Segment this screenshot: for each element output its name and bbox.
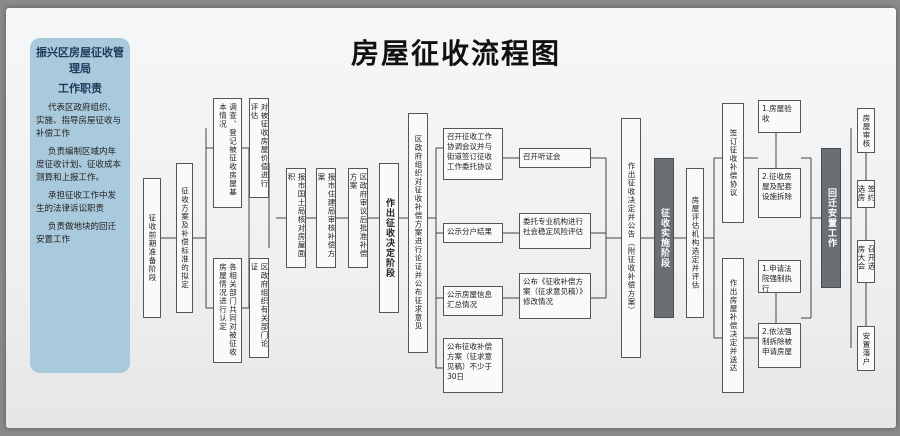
- sub-court-enforce: 1.申请法院强制执行: [758, 260, 801, 293]
- stage-decision: 作出征收决定阶段: [379, 163, 399, 313]
- step-plan-draft: 征收方案及补偿标准的拟定: [176, 163, 193, 313]
- step-housing-bureau: 报市住建局审核补偿方案: [316, 168, 336, 268]
- step-assessor-select: 房屋评估机构选定并评估: [686, 168, 704, 318]
- panel-subtitle: 工作职责: [58, 82, 102, 95]
- sub-publish-results: 公示分户结果: [443, 223, 503, 243]
- step-announce-decision: 作出征收决定并公告（附征收补偿方案）: [621, 118, 641, 358]
- mid-hearing: 召开听证会: [519, 148, 591, 168]
- step-district-review: 区政府组织有关部门论证: [249, 258, 269, 358]
- page-title: 房屋征收流程图: [350, 37, 561, 70]
- stage-resettlement: 回迁安置工作: [821, 148, 841, 288]
- duty-item: 承担征收工作中发生的法律诉讼职责: [36, 191, 117, 214]
- duty-panel: 振兴区房屋征收管理局 工作职责 代表区政府组织、实施、指导房屋征收与补偿工作 负…: [30, 38, 130, 373]
- panel-org-name: 振兴区房屋征收管理局: [36, 46, 124, 75]
- duty-item: 代表区政府组织、实施、指导房屋征收与补偿工作: [36, 103, 122, 139]
- step-approve-plan: 区政府审议后批准补偿方案: [348, 168, 368, 268]
- poster-board: 房屋征收流程图 振兴区房屋征收管理局 工作职责 代表区政府组织、实施、指导房屋征…: [6, 8, 896, 428]
- step-survey-register: 调查、登记被征收房屋基本情况: [213, 98, 242, 208]
- sub-publish-draft: 公布征收补偿方案（征求意见稿）不少于30日: [443, 338, 503, 393]
- sub-coordination-meeting: 召开征收工作协调会议并与街道签订征收工作委托协议: [443, 128, 503, 180]
- mid-plan-revision: 公布《征收补偿方案（征求意见稿）》修改情况: [519, 273, 591, 319]
- step-sign-select: 签约选房: [857, 180, 875, 208]
- step-publish-plan: 区政府组织对征收补偿方案进行论证并公布征求意见: [408, 113, 428, 353]
- step-prep-stage: 征收前期准备阶段: [143, 178, 161, 318]
- sub-demolition: 2.征收房屋及配套设施拆除: [758, 168, 801, 218]
- sub-house-inspection: 1.房屋验收: [758, 100, 801, 133]
- step-house-review: 房屋审核: [857, 108, 875, 153]
- step-land-bureau: 报市国土局核对房屋面积: [286, 168, 306, 268]
- duty-item: 负责编制区域内年度征收计划、征收成本测算和上报工作。: [36, 147, 122, 183]
- step-confirm-status: 各相关部门共同对被征收房屋情况进行认定: [213, 258, 242, 363]
- sub-publish-info: 公示房屋信息汇总情况: [443, 286, 503, 316]
- flow-connectors: [161, 128, 867, 369]
- step-compensation-decision: 作出房屋补偿决定并送达: [722, 258, 744, 393]
- stage-implementation: 征收实施阶段: [654, 158, 674, 318]
- sub-forced-demolition: 2.依法强制拆除被申请房屋: [758, 323, 801, 368]
- step-settle-in: 安置落户: [857, 326, 875, 371]
- duty-item: 负责做地块的回迁安置工作: [36, 222, 117, 245]
- step-sign-agreement: 签订征收补偿协议: [722, 103, 744, 223]
- step-selection-meeting: 召开选房大会: [857, 240, 875, 283]
- mid-risk-assessment: 委托专业机构进行社会稳定风险评估: [519, 213, 591, 249]
- step-valuation: 对被征收房屋价值进行评估: [249, 98, 269, 198]
